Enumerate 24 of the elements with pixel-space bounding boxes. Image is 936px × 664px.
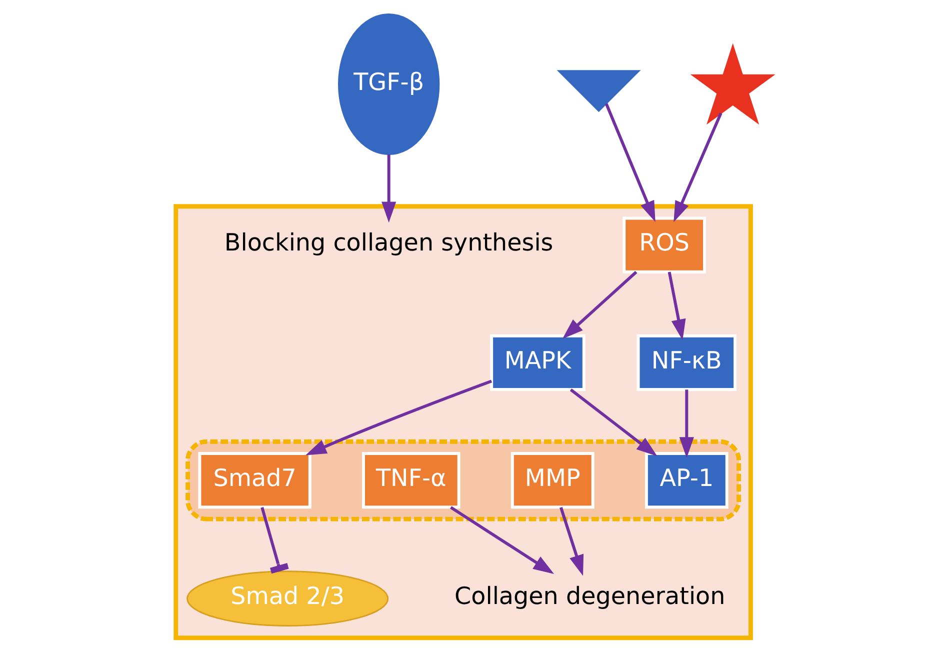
node-text: Blocking collagen synthesis bbox=[224, 228, 553, 257]
node-box: Smad7 bbox=[198, 452, 311, 509]
cluster bbox=[173, 204, 752, 640]
arrow bbox=[678, 390, 694, 458]
node-ellipse: TGF-β bbox=[337, 13, 440, 155]
node-sun bbox=[690, 43, 775, 125]
arrow bbox=[604, 103, 655, 222]
node-box: TNF-α bbox=[362, 452, 460, 509]
arrow bbox=[569, 388, 657, 456]
node-text: Collagen degeneration bbox=[454, 582, 725, 610]
arrow bbox=[450, 506, 554, 574]
arrow bbox=[381, 154, 396, 223]
arrow bbox=[558, 506, 584, 576]
node-box: AP-1 bbox=[644, 452, 728, 509]
node-box: ROS bbox=[622, 216, 706, 274]
node-ellipse: Smad 2/3 bbox=[186, 570, 388, 627]
node-box: MAPK bbox=[490, 334, 585, 391]
arrow bbox=[305, 380, 492, 456]
node-box: NF-κB bbox=[636, 334, 736, 391]
node-hourglass bbox=[556, 70, 640, 112]
node-box: MMP bbox=[510, 452, 594, 509]
arrow bbox=[673, 112, 722, 222]
arrow bbox=[667, 272, 686, 340]
arrow bbox=[562, 270, 637, 339]
